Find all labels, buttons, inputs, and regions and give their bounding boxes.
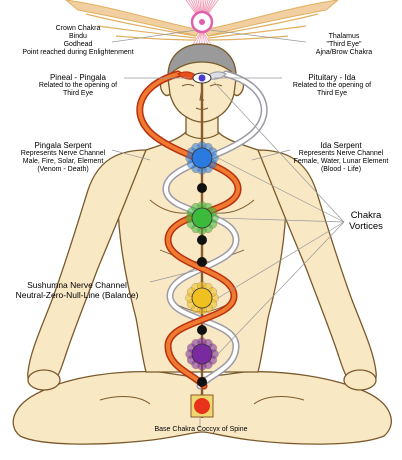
ida-line-4: (Blood - Life) [284, 166, 398, 174]
channel-knot [197, 257, 207, 267]
base-chakra [194, 398, 210, 414]
ida-serpent-label: Ida Serpent Represents Nerve Channel Fem… [284, 142, 398, 174]
pituitary-line-2: Related to the opening of [274, 82, 390, 90]
pingala-line-4: (Venom - Death) [4, 166, 122, 174]
pingala-title: Pingala Serpent [4, 142, 122, 150]
brow-chakra [199, 75, 206, 82]
left-hand [28, 370, 60, 390]
crown-line-4: Point reached during Enlightenment [8, 49, 148, 57]
solar-plexus-chakra [192, 288, 212, 308]
pingala-line-3: Male, Fire, Solar, Element [4, 158, 122, 166]
channel-knot [197, 235, 207, 245]
pingala-serpent-label: Pingala Serpent Represents Nerve Channel… [4, 142, 122, 174]
thalamus-line-3: Ajna/Brow Chakra [292, 49, 396, 57]
crown-chakra-label: Crown Chakra Bindu Godhead Point reached… [8, 25, 148, 57]
crown-line-2: Bindu [8, 33, 148, 41]
ida-line-3: Female, Water, Lunar Element [284, 158, 398, 166]
pituitary-line-3: Third Eye [274, 90, 390, 98]
pineal-line-2: Related to the opening of [20, 82, 136, 90]
thalamus-label: Thalamus "Third Eye" Ajna/Brow Chakra [292, 33, 396, 57]
crown-line-1: Crown Chakra [8, 25, 148, 33]
base-chakra-label: Base Chakra Coccyx of Spine [120, 426, 282, 434]
pituitary-title: Pituitary - Ida [274, 74, 390, 82]
crown-line-3: Godhead [8, 41, 148, 49]
sacral-chakra [192, 344, 212, 364]
vortices-line-2: Vortices [338, 221, 394, 232]
sushumna-line-2: Neutral-Zero-Null-Line (Balance) [2, 290, 152, 300]
channel-knot [197, 377, 207, 387]
thalamus-line-1: Thalamus [292, 33, 396, 41]
ida-line-2: Represents Nerve Channel [284, 150, 398, 158]
pineal-title: Pineal - Pingala [20, 74, 136, 82]
throat-chakra [192, 148, 212, 168]
pineal-label: Pineal - Pingala Related to the opening … [20, 74, 136, 98]
channel-knot [197, 325, 207, 335]
pineal-line-3: Third Eye [20, 90, 136, 98]
chakra-vortices-label: Chakra Vortices [338, 210, 394, 232]
thalamus-line-2: "Third Eye" [292, 41, 396, 49]
vortices-line-1: Chakra [338, 210, 394, 221]
pingala-line-2: Represents Nerve Channel [4, 150, 122, 158]
sushumna-label: Sushumna Nerve Channel Neutral-Zero-Null… [2, 280, 152, 300]
right-hand [344, 370, 376, 390]
pituitary-label: Pituitary - Ida Related to the opening o… [274, 74, 390, 98]
heart-chakra [192, 208, 212, 228]
channel-knot [197, 183, 207, 193]
ida-title: Ida Serpent [284, 142, 398, 150]
crown-bindu [199, 19, 205, 25]
sushumna-line-1: Sushumna Nerve Channel [2, 280, 152, 290]
